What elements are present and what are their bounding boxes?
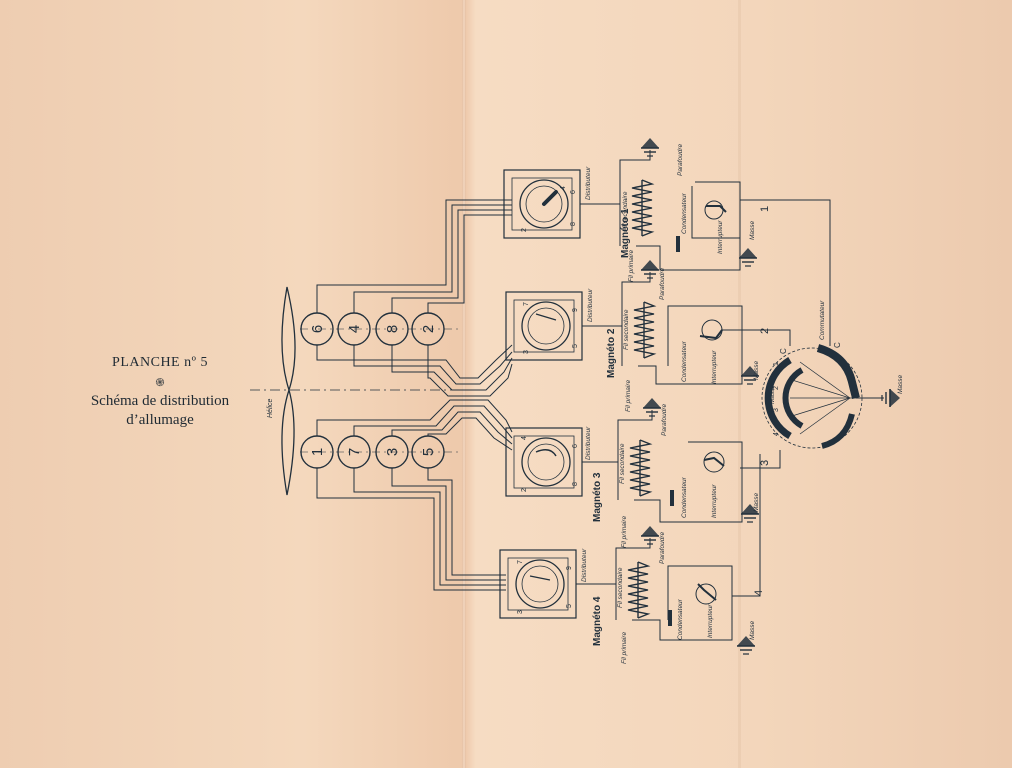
distributor-number: 9 — [572, 308, 579, 312]
ground-label: Masse — [749, 620, 756, 640]
distributor-number: 3 — [517, 610, 524, 614]
condenser-label: Condensateur — [681, 476, 688, 518]
cylinder-label: 5 — [420, 448, 437, 456]
commutator-switch: 1 2 3 4 C C Commutateur Masse Masse — [761, 300, 904, 449]
commutator-number: 4 — [773, 432, 780, 436]
breaker-label: Interrupteur — [717, 220, 724, 254]
lightning-arrester-label: Parafoudre — [661, 403, 668, 436]
terminal-number: 2 — [759, 328, 771, 334]
distributor-number: 6 — [572, 444, 579, 448]
ground-label: Masse — [897, 374, 904, 394]
propeller-label: Hélice — [267, 398, 274, 418]
distributor-label: Distributeur — [585, 426, 592, 460]
distributor-number: 7 — [517, 560, 524, 564]
breaker-label: Interrupteur — [711, 350, 718, 384]
distributor-disc — [521, 437, 571, 487]
distributor-label: Distributeur — [581, 548, 588, 582]
distributor-number: 6 — [570, 190, 577, 194]
distributor-number: 2 — [521, 488, 528, 492]
magneto-name: Magnéto 3 — [592, 472, 603, 522]
magneto-name: Magnéto 1 — [620, 208, 631, 258]
cylinder-label: 1 — [309, 448, 326, 456]
distributor-number: 3 — [523, 350, 530, 354]
commutator-label: Commutateur — [819, 300, 826, 340]
wire-label-secondary: Fil secondaire — [622, 191, 629, 232]
cylinder-label: 7 — [346, 448, 363, 456]
wire-label-secondary: Fil secondaire — [619, 443, 626, 484]
distributor-disc — [519, 179, 569, 229]
ground-label: Masse — [769, 384, 776, 404]
cylinder-label: 8 — [384, 325, 401, 333]
condenser-label: Condensateur — [677, 598, 684, 640]
magneto-name: Magnéto 4 — [592, 596, 603, 646]
distributor-number: 4 — [521, 436, 528, 440]
condenser-label: Condensateur — [681, 192, 688, 234]
cylinder-label: 4 — [346, 325, 363, 333]
plate-title-line2: d’allumage — [126, 412, 194, 428]
distributor-number: 5 — [566, 604, 573, 608]
wire-label-secondary: Fil secondaire — [617, 567, 624, 608]
bottom-bank-wires — [316, 399, 513, 591]
terminal-number: 3 — [759, 460, 771, 466]
wire-label-primary: Fil primaire — [621, 515, 628, 548]
distributor-number: 4 — [560, 186, 567, 190]
distributor-number: 9 — [566, 566, 573, 570]
distributor-disc — [515, 559, 565, 609]
wire-label-primary: Fil primaire — [625, 379, 632, 412]
commutator-number: 2 — [773, 386, 780, 390]
ground-label: Masse — [753, 492, 760, 512]
lightning-arrester-label: Parafoudre — [659, 531, 666, 564]
distributor-disc — [521, 301, 571, 351]
cylinder-bank-bottom: 1 7 3 5 — [300, 435, 445, 469]
terminal-number: 1 — [759, 206, 771, 212]
cylinder-label: 6 — [309, 325, 326, 333]
distributor-label: Distributeur — [587, 288, 594, 322]
cylinder-label: 2 — [420, 325, 437, 333]
breaker-label: Interrupteur — [711, 484, 718, 518]
lightning-arrester-label: Parafoudre — [677, 143, 684, 176]
propeller-icon — [250, 286, 470, 496]
terminal-number: 4 — [753, 590, 765, 596]
plate-number: PLANCHE nº 5 — [112, 355, 208, 370]
cylinder-bank-top: 6 4 8 2 — [300, 312, 445, 346]
lightning-arrester-label: Parafoudre — [659, 267, 666, 300]
distributor-number: 2 — [521, 228, 528, 232]
wire-label-secondary: Fil secondaire — [623, 309, 630, 350]
ground-label: Masse — [749, 220, 756, 240]
magneto-name: Magnéto 2 — [606, 328, 617, 378]
commutator-contact-label: C — [833, 342, 842, 348]
condenser-label: Condensateur — [681, 340, 688, 382]
magneto-2: 7 9 5 3 Distributeur Magnéto 2 Fil secon… — [505, 259, 791, 412]
distributor-number: 8 — [572, 482, 579, 486]
ground-label: Masse — [753, 360, 760, 380]
plate-caption: PLANCHE nº 5 ֍ Schéma de distribution d’… — [60, 355, 260, 430]
commutator-number: 1 — [773, 362, 780, 366]
distributor-label: Distributeur — [585, 166, 592, 200]
magneto-4: 7 9 5 3 Distributeur Magnéto 4 Fil secon… — [499, 454, 765, 664]
cylinder-label: 3 — [384, 448, 401, 456]
wire-label-primary: Fil primaire — [628, 249, 635, 282]
magneto-3: 4 6 8 2 Distributeur Magnéto 3 Fil secon… — [505, 397, 781, 548]
ornament-icon: ֍ — [155, 377, 165, 389]
distributor-number: 8 — [570, 222, 577, 226]
commutator-number: 3 — [773, 408, 780, 412]
commutator-contact-label: C — [779, 348, 788, 354]
magneto-1: 4 6 8 2 Distributeur Magnéto 1 Fil secon… — [503, 137, 831, 346]
plate-title-line1: Schéma de distribution — [90, 393, 230, 409]
top-bank-wires — [316, 199, 513, 397]
breaker-label: Interrupteur — [707, 604, 714, 638]
distributor-number: 5 — [572, 344, 579, 348]
distributor-number: 7 — [523, 302, 530, 306]
wire-label-primary: Fil primaire — [621, 631, 628, 664]
